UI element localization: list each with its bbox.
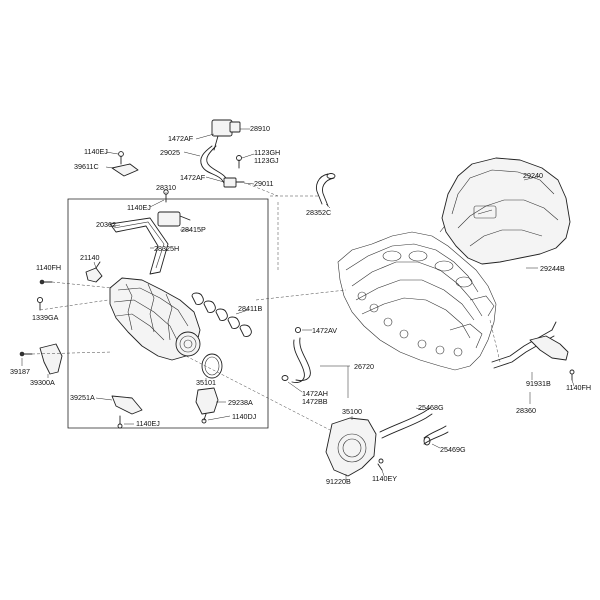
position-sensor xyxy=(19,343,63,375)
label-21140: 21140 xyxy=(80,253,99,262)
label-35100: 35100 xyxy=(342,407,362,416)
pcv-hose xyxy=(281,326,311,383)
label-26720: 26720 xyxy=(354,362,374,371)
bolt-1140FH-left xyxy=(39,279,53,285)
throttle-body xyxy=(325,417,384,477)
purge-valve-assembly xyxy=(200,119,245,188)
label-91931B: 91931B xyxy=(526,379,551,388)
label-28415P: 28415P xyxy=(181,225,206,234)
label-1140EJ-a: 1140EJ xyxy=(84,147,108,156)
sensor-clamp xyxy=(111,151,139,177)
manifold-group-frame xyxy=(67,198,269,429)
label-25468G: 25468G xyxy=(418,403,444,412)
label-1140FH-left: 1140FH xyxy=(36,263,61,272)
label-29011: 29011 xyxy=(254,179,273,188)
label-39187: 39187 xyxy=(10,367,30,376)
label-1140EY: 1140EY xyxy=(372,474,397,483)
label-1472AV: 1472AV xyxy=(312,326,337,335)
label-1472AH: 1472AH xyxy=(302,389,328,398)
intake-manifold xyxy=(109,277,201,361)
label-28411B: 28411B xyxy=(238,304,262,313)
label-28310: 28310 xyxy=(156,183,176,192)
label-1472AF-b: 1472AF xyxy=(180,173,206,182)
label-39251A: 39251A xyxy=(70,393,95,402)
label-1140FH-right: 1140FH xyxy=(566,383,591,392)
label-28325H: 28325H xyxy=(154,244,179,253)
label-28352C: 28352C xyxy=(306,208,331,217)
callout-labels: 28910 1472AF 29025 1123GH 1123GJ 1472AF … xyxy=(10,124,591,486)
label-91220B: 91220B xyxy=(326,477,351,486)
label-1472AF-a: 1472AF xyxy=(168,134,194,143)
label-1140EJ-b: 1140EJ xyxy=(127,203,151,212)
label-35101: 35101 xyxy=(196,378,216,387)
label-1123GJ: 1123GJ xyxy=(254,156,279,165)
label-25469G: 25469G xyxy=(440,445,466,454)
label-1339GA: 1339GA xyxy=(32,313,59,322)
label-1140EJ-c: 1140EJ xyxy=(136,419,160,428)
label-1123GH: 1123GH xyxy=(254,148,280,157)
label-1472BB: 1472BB xyxy=(302,397,328,406)
label-28360: 28360 xyxy=(516,406,536,415)
label-29240: 29240 xyxy=(523,171,543,180)
label-29238A: 29238A xyxy=(228,398,253,407)
bolt-1339GA xyxy=(36,296,44,311)
manifold-gasket xyxy=(191,292,252,337)
hose-28352C xyxy=(316,173,336,207)
label-1140DJ: 1140DJ xyxy=(232,412,257,421)
label-20362: 20362 xyxy=(96,220,116,229)
bracket-21140 xyxy=(85,261,103,283)
engine-block xyxy=(337,221,497,371)
bracket-39251A xyxy=(111,395,143,429)
label-29025: 29025 xyxy=(160,148,180,157)
leader-lines xyxy=(21,128,575,480)
map-sensor-group xyxy=(109,189,191,275)
label-39300A: 39300A xyxy=(30,378,55,387)
vacuum-actuator xyxy=(195,387,219,424)
connection-lines xyxy=(31,183,501,431)
coolant-hoses xyxy=(379,407,449,446)
label-28910: 28910 xyxy=(250,124,270,133)
engine-cover xyxy=(441,157,571,265)
label-39611C: 39611C xyxy=(74,162,99,171)
water-pipe xyxy=(491,321,575,381)
label-29244B: 29244B xyxy=(540,264,565,273)
